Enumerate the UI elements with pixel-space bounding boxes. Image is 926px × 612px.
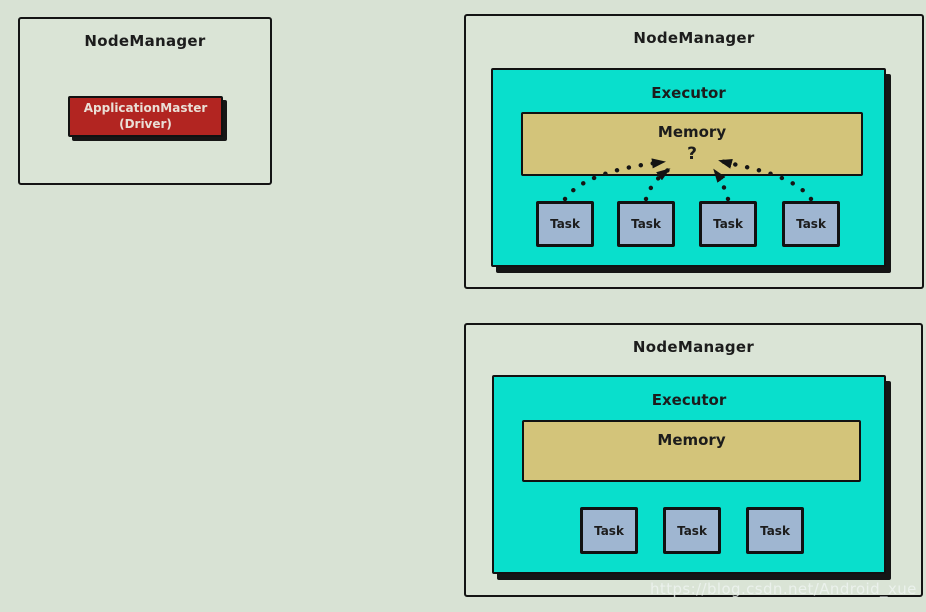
- task-box: Task: [699, 201, 757, 247]
- task-box: Task: [617, 201, 675, 247]
- task-box: Task: [746, 507, 804, 554]
- application-master-label: ApplicationMaster: [83, 100, 208, 115]
- task-box: Task: [580, 507, 638, 554]
- task-box: Task: [663, 507, 721, 554]
- task-box: Task: [536, 201, 594, 247]
- executor-bottom-box: Executor Memory Task Task Task: [492, 375, 886, 574]
- nodemanager-driver-title: NodeManager: [84, 32, 206, 50]
- task-box: Task: [782, 201, 840, 247]
- application-master-box: ApplicationMaster (Driver): [68, 96, 223, 137]
- driver-label: (Driver): [119, 116, 172, 131]
- nodemanager-executor-bottom-box: NodeManager Executor Memory Task Task Ta…: [464, 323, 923, 597]
- question-mark-label: ?: [687, 144, 697, 164]
- nodemanager-driver-box: NodeManager ApplicationMaster (Driver): [18, 17, 272, 185]
- memory-bottom-label: Memory: [657, 431, 726, 449]
- nodemanager-executor-bottom-title: NodeManager: [632, 338, 755, 356]
- executor-top-box: Executor Memory ? Task Task: [491, 68, 886, 267]
- executor-bottom-title: Executor: [651, 391, 727, 409]
- executor-top-title: Executor: [651, 84, 726, 102]
- memory-top-label: Memory: [657, 123, 727, 141]
- memory-bottom-box: Memory: [522, 420, 861, 482]
- nodemanager-executor-top-title: NodeManager: [633, 29, 755, 47]
- csdn-watermark: https://blog.csdn.net/Android_xue: [650, 580, 917, 598]
- nodemanager-executor-top-box: NodeManager Executor Memory ?: [464, 14, 924, 289]
